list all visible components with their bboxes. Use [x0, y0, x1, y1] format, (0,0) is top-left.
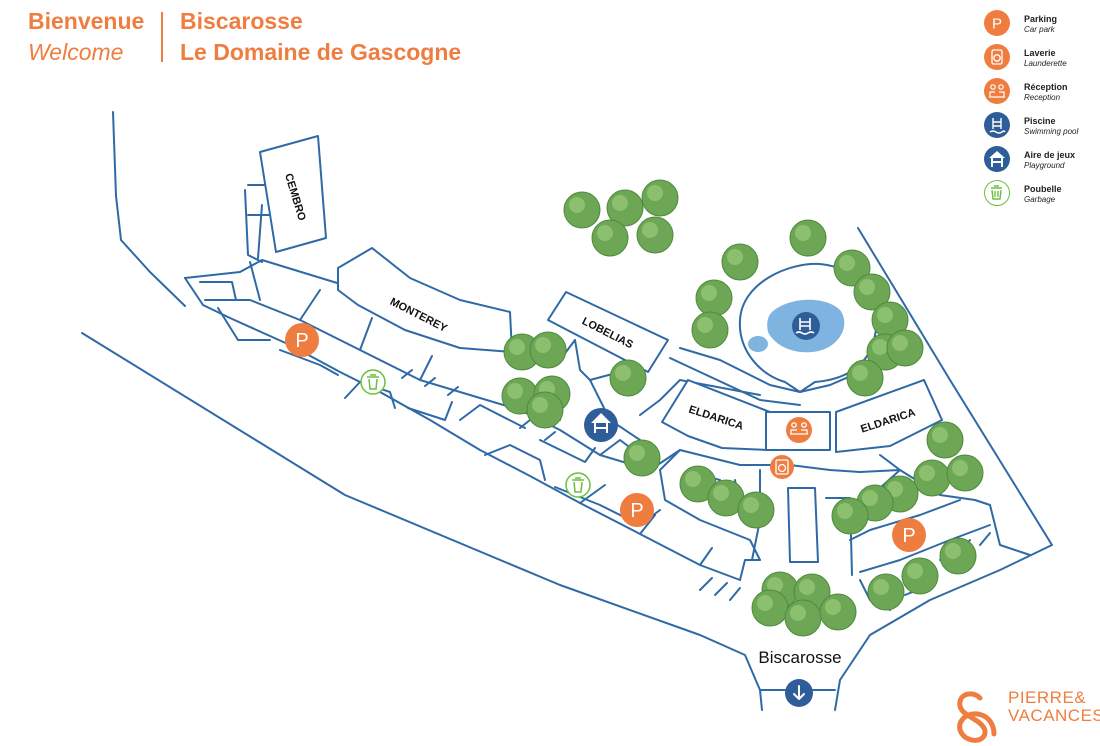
- legend-title: Piscine: [1024, 116, 1056, 126]
- laundry-icon: [984, 44, 1010, 70]
- buildings: [259, 135, 943, 453]
- welcome-en: Welcome: [28, 39, 124, 65]
- tree-icon: [867, 573, 905, 611]
- legend-subtitle: Reception: [1024, 93, 1061, 102]
- tree-icon: [695, 279, 733, 317]
- legend-subtitle: Car park: [1024, 25, 1055, 34]
- tree-icon: [871, 301, 909, 339]
- tree-icon: [833, 249, 871, 287]
- tree-icon: [563, 191, 601, 229]
- exit-label: Biscarosse: [758, 648, 842, 667]
- brand-logo: PIERRE& VACANCES: [950, 686, 1100, 744]
- parking-marker[interactable]: P: [892, 518, 926, 552]
- tree-icon: [886, 329, 924, 367]
- legend-item-reception: Réception Reception: [984, 78, 1096, 108]
- legend-title: Poubelle: [1024, 184, 1062, 194]
- reception-marker[interactable]: [786, 417, 812, 443]
- garbage-marker[interactable]: [565, 472, 591, 498]
- tree-icon: [901, 557, 939, 595]
- tree-icon: [926, 421, 964, 459]
- legend-title: Aire de jeux: [1024, 150, 1076, 160]
- building-cembro: [259, 135, 327, 253]
- brand-line-1: PIERRE&: [1008, 688, 1087, 707]
- reception-icon: [790, 422, 808, 435]
- tree-icon: [707, 479, 745, 517]
- legend-title: Laverie: [1024, 48, 1056, 58]
- tree-icon: [846, 359, 884, 397]
- exit-direction-button[interactable]: [785, 679, 813, 707]
- tree-icon: [737, 491, 775, 529]
- legend-item-playground: Aire de jeux Playground: [984, 146, 1096, 176]
- tree-icon: [609, 359, 647, 397]
- parking-icon: P: [984, 10, 1010, 36]
- garbage-icon: [572, 477, 584, 493]
- tree-icon: [529, 331, 567, 369]
- tree-icon: [913, 459, 951, 497]
- legend-item-parking: P Parking Car park: [984, 10, 1096, 40]
- tree-icon: [831, 497, 869, 535]
- brand-mark: [957, 691, 997, 743]
- tree-icon: [691, 311, 729, 349]
- playground-icon: [591, 413, 611, 433]
- parking-symbol: P: [902, 525, 915, 547]
- tree-icon: [641, 179, 679, 217]
- parking-marker[interactable]: P: [285, 323, 319, 357]
- tree-icon: [623, 439, 661, 477]
- legend-item-laundry: Laverie Launderette: [984, 44, 1096, 74]
- parking-symbol: P: [295, 330, 308, 352]
- tree-icon: [784, 599, 822, 637]
- parking-marker[interactable]: P: [620, 493, 654, 527]
- legend-item-garbage: Poubelle Garbage: [984, 180, 1096, 210]
- tree-icon: [721, 243, 759, 281]
- map-roads: [81, 111, 1053, 711]
- legend-subtitle: Playground: [1024, 161, 1065, 170]
- swimming-pool-icon: [984, 112, 1010, 138]
- tree-icon: [946, 454, 984, 492]
- arrow-down-icon: [793, 685, 805, 700]
- building-lobelias: [547, 291, 669, 373]
- tree-icon: [819, 593, 857, 631]
- laundry-marker[interactable]: [770, 455, 794, 479]
- tree-icon: [679, 465, 717, 503]
- parking-symbol: P: [630, 500, 643, 522]
- resort-header: Biscarosse Le Domaine de Gascogne: [180, 6, 461, 68]
- playground-marker[interactable]: [584, 408, 618, 442]
- garbage-marker[interactable]: [360, 369, 386, 395]
- tree-icon: [636, 216, 674, 254]
- legend-title: Parking: [1024, 14, 1058, 24]
- tree-icon: [591, 219, 629, 257]
- brand-line-2: VACANCES: [1008, 706, 1100, 725]
- garbage-icon: [984, 180, 1010, 206]
- header-divider: [161, 12, 163, 62]
- resort-name: Le Domaine de Gascogne: [180, 39, 462, 65]
- legend-subtitle: Launderette: [1024, 59, 1067, 68]
- svg-text:P: P: [992, 16, 1002, 33]
- laundry-icon: [775, 459, 789, 475]
- tree-icon: [789, 219, 827, 257]
- building-eldarica-right: [835, 379, 943, 453]
- legend-title: Réception: [1024, 82, 1068, 92]
- swimming-pool-icon: [795, 318, 815, 335]
- reception-icon: [984, 78, 1010, 104]
- trees: [501, 179, 984, 637]
- garbage-icon: [367, 374, 379, 390]
- tree-icon: [939, 537, 977, 575]
- playground-icon: [984, 146, 1010, 172]
- tree-icon: [526, 391, 564, 429]
- tree-icon: [606, 189, 644, 227]
- tree-icon: [853, 273, 891, 311]
- place-name: Biscarosse: [180, 8, 303, 34]
- welcome-fr: Bienvenue: [28, 8, 145, 34]
- swimming-pool-marker[interactable]: [792, 312, 820, 340]
- legend-subtitle: Garbage: [1024, 195, 1056, 204]
- welcome-header: Bienvenue Welcome: [28, 6, 144, 68]
- tree-icon: [751, 589, 789, 627]
- legend-item-swimming-pool: Piscine Swimming pool: [984, 112, 1096, 142]
- legend-subtitle: Swimming pool: [1024, 127, 1079, 136]
